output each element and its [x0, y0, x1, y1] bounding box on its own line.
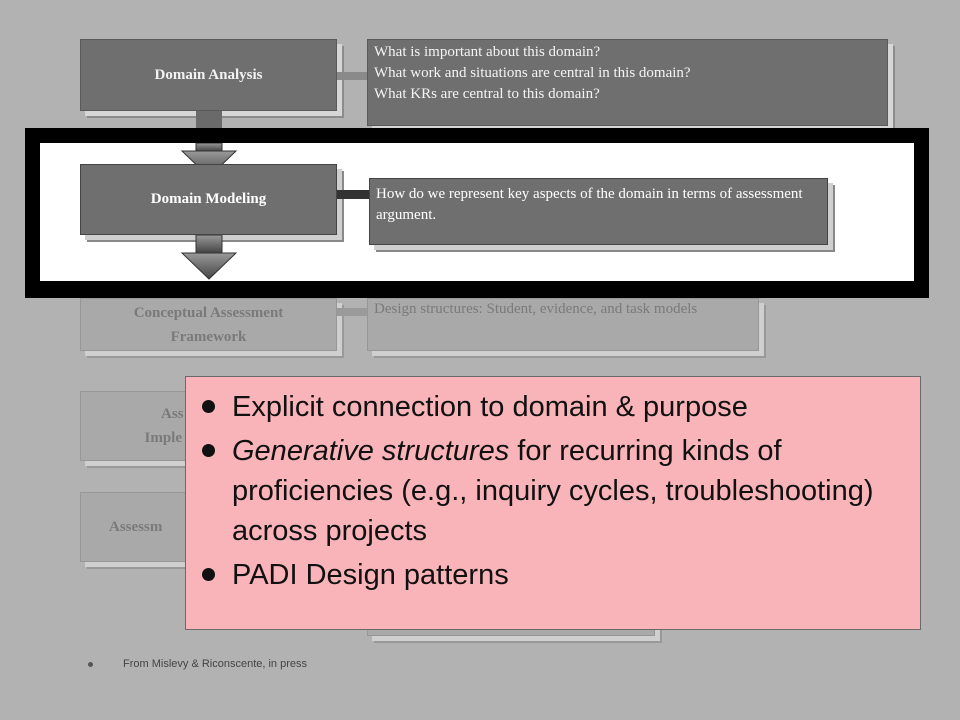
- stage-domain-modeling: Domain Modeling: [80, 164, 337, 235]
- question-domain-modeling: How do we represent key aspects of the d…: [369, 178, 828, 245]
- bullet-item: Generative structures for recurring kind…: [202, 431, 900, 551]
- question-line: What is important about this domain?: [374, 44, 601, 60]
- bullet-item: PADI Design patterns: [202, 555, 900, 595]
- bullet-emphasis: Generative structures: [232, 435, 510, 467]
- footnote: From Mislevy & Riconscente, in press: [88, 658, 307, 670]
- stage-label: Domain Analysis: [154, 66, 263, 83]
- question-line: What work and situations are central in …: [374, 65, 691, 81]
- bullet-item: Explicit connection to domain & purpose: [202, 387, 900, 427]
- down-arrow-icon: [180, 235, 238, 280]
- bullet-icon: [202, 400, 215, 413]
- bullet-text: for recurring kinds of proficiencies (e.…: [232, 435, 874, 547]
- connector-analysis: [337, 72, 367, 80]
- stage-label: Assessm: [109, 519, 163, 535]
- stage-domain-analysis: Domain Analysis: [80, 39, 337, 111]
- stage-conceptual-assessment-framework: Conceptual Assessment Framework: [80, 298, 337, 351]
- question-line: What KRs are central to this domain?: [374, 86, 600, 102]
- stage-label-line: Conceptual Assessment: [133, 304, 284, 321]
- callout-box: Explicit connection to domain & purpose …: [185, 376, 921, 630]
- bullet-icon: [88, 661, 93, 667]
- stage-label-line: Framework: [170, 328, 247, 345]
- bullet-icon: [202, 568, 215, 581]
- stage-label: Domain Modeling: [150, 191, 267, 207]
- bullet-icon: [202, 444, 215, 457]
- question-caf: Design structures: Student, evidence, an…: [367, 298, 759, 351]
- connector-modeling: [337, 190, 369, 199]
- bullet-text: PADI Design patterns: [232, 559, 509, 591]
- footnote-text: From Mislevy & Riconscente, in press: [123, 658, 307, 670]
- connector-caf: [337, 308, 367, 316]
- bullet-list: Explicit connection to domain & purpose …: [186, 377, 920, 595]
- question-text: How do we represent key aspects of the d…: [376, 186, 803, 223]
- stage-label-line: Ass: [161, 406, 184, 422]
- stage-label-line: Imple: [144, 430, 183, 446]
- flow-shaft: [196, 111, 222, 131]
- bullet-text: Explicit connection to domain & purpose: [232, 391, 748, 423]
- question-text: Design structures: Student, evidence, an…: [374, 301, 698, 317]
- questions-domain-analysis: What is important about this domain? Wha…: [367, 39, 888, 126]
